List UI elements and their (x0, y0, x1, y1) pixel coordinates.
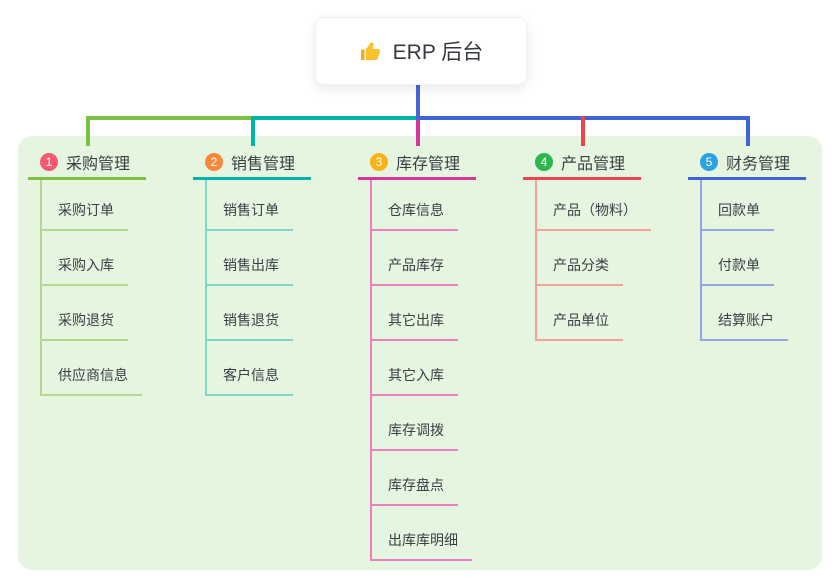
child-label: 库存盘点 (388, 477, 444, 493)
child-node[interactable]: 结算账户 (700, 286, 788, 341)
child-label: 库存调拨 (388, 422, 444, 438)
child-label: 其它出库 (388, 312, 444, 328)
child-label: 产品分类 (553, 257, 609, 273)
branch-title-label: 采购管理 (66, 155, 131, 173)
child-node[interactable]: 销售订单 (205, 180, 293, 231)
child-node[interactable]: 采购入库 (40, 231, 128, 286)
child-node[interactable]: 产品分类 (535, 231, 623, 286)
child-node[interactable]: 付款单 (700, 231, 774, 286)
child-node[interactable]: 销售退货 (205, 286, 293, 341)
child-node[interactable]: 仓库信息 (370, 180, 458, 231)
child-node[interactable]: 库存调拨 (370, 396, 458, 451)
child-node[interactable]: 库存盘点 (370, 451, 458, 506)
child-label: 供应商信息 (58, 367, 128, 383)
branch-5: 5 财务管理回款单付款单结算账户 (688, 146, 806, 341)
branch-number-badge: 2 (205, 152, 223, 171)
child-label: 产品单位 (553, 312, 609, 328)
child-label: 回款单 (718, 202, 760, 218)
branch-title-label: 财务管理 (726, 155, 791, 173)
branch-children: 销售订单销售出库销售退货客户信息 (205, 180, 311, 396)
branch-number-badge: 1 (40, 152, 58, 171)
branch-number-badge: 5 (700, 152, 718, 171)
child-node[interactable]: 产品库存 (370, 231, 458, 286)
child-label: 采购订单 (58, 202, 114, 218)
child-label: 出库库明细 (388, 532, 458, 548)
child-label: 销售出库 (223, 257, 279, 273)
child-label: 仓库信息 (388, 202, 444, 218)
child-label: 采购退货 (58, 312, 114, 328)
branch-children: 产品（物料） 产品分类产品单位 (535, 180, 651, 341)
branch-title[interactable]: 4 产品管理 (523, 146, 641, 180)
child-label: 其它入库 (388, 367, 444, 383)
branch-title[interactable]: 1 采购管理 (28, 146, 146, 180)
child-node[interactable]: 采购订单 (40, 180, 128, 231)
child-node[interactable]: 出库库明细 (370, 506, 472, 561)
branch-number-badge: 4 (535, 152, 553, 171)
child-label: 产品（物料） (553, 202, 637, 218)
child-node[interactable]: 其它出库 (370, 286, 458, 341)
branch-number-badge: 3 (370, 152, 388, 171)
branch-children: 仓库信息产品库存其它出库其它入库库存调拨库存盘点出库库明细 (370, 180, 476, 561)
child-node[interactable]: 产品（物料） (535, 180, 651, 231)
root-title: ERP 后台 (392, 41, 484, 64)
branch-1: 1 采购管理采购订单采购入库采购退货供应商信息 (28, 146, 146, 396)
child-label: 结算账户 (718, 312, 774, 328)
child-node[interactable]: 产品单位 (535, 286, 623, 341)
branch-title[interactable]: 5 财务管理 (688, 146, 806, 180)
child-label: 销售订单 (223, 202, 279, 218)
child-node[interactable]: 回款单 (700, 180, 774, 231)
child-node[interactable]: 其它入库 (370, 341, 458, 396)
branch-4: 4 产品管理产品（物料） 产品分类产品单位 (523, 146, 651, 341)
child-label: 采购入库 (58, 257, 114, 273)
child-node[interactable]: 供应商信息 (40, 341, 142, 396)
child-label: 销售退货 (223, 312, 279, 328)
branch-children: 回款单付款单结算账户 (700, 180, 806, 341)
branch-title[interactable]: 2 销售管理 (193, 146, 311, 180)
child-node[interactable]: 销售出库 (205, 231, 293, 286)
branch-children: 采购订单采购入库采购退货供应商信息 (40, 180, 146, 396)
child-label: 付款单 (718, 257, 760, 273)
child-label: 客户信息 (223, 367, 279, 383)
child-node[interactable]: 采购退货 (40, 286, 128, 341)
branch-title[interactable]: 3 库存管理 (358, 146, 476, 180)
child-label: 产品库存 (388, 257, 444, 273)
branch-3: 3 库存管理仓库信息产品库存其它出库其它入库库存调拨库存盘点出库库明细 (358, 146, 476, 561)
branch-title-label: 库存管理 (396, 155, 461, 173)
branch-title-label: 产品管理 (561, 155, 626, 173)
branch-2: 2 销售管理销售订单销售出库销售退货客户信息 (193, 146, 311, 396)
branches-panel (18, 136, 822, 570)
root-node[interactable]: ERP 后台 (315, 17, 527, 85)
child-node[interactable]: 客户信息 (205, 341, 293, 396)
thumbs-up-icon (359, 39, 383, 63)
branch-title-label: 销售管理 (231, 155, 296, 173)
